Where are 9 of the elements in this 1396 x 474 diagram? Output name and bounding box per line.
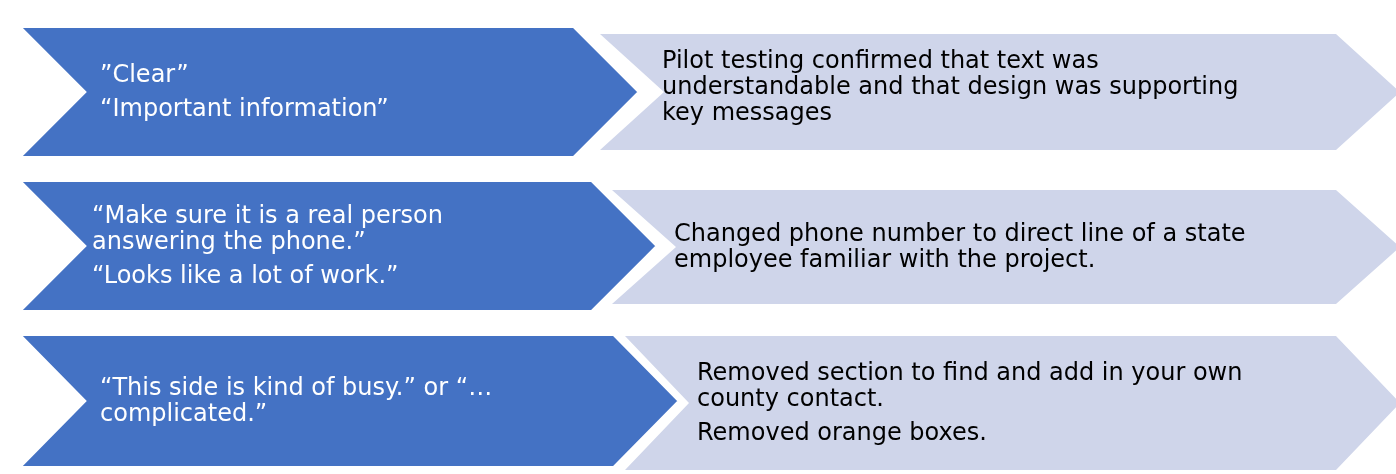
outcome-text: Changed phone number to direct line of a state employee familiar with the project. [674, 221, 1247, 273]
quote-text: “This side is kind of busy.” or “…complicated.” [100, 375, 494, 427]
quote-text: “Important information” [100, 96, 390, 122]
quote-text: ”Clear” [100, 62, 190, 88]
outcome-text: Removed orange boxes. [697, 419, 988, 446]
outcome-text: Pilot testing confirmed that text was understandable and that design was supporting key messages [662, 48, 1240, 126]
outcome-text: Removed section to find and add in your own county contact. [697, 360, 1244, 412]
quote-text: “Make sure it is a real person answering the phone.” [92, 203, 444, 255]
quote-text: “Looks like a lot of work.” [92, 262, 400, 289]
